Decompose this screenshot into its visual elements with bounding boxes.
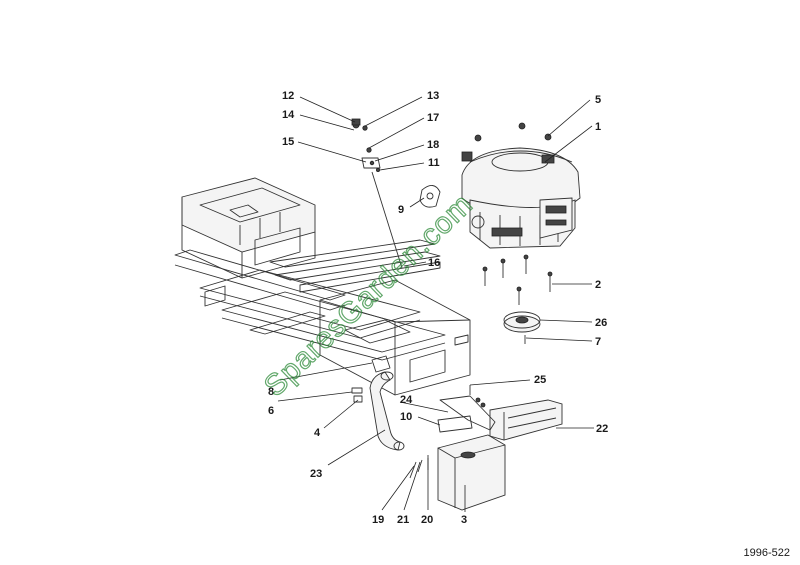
callout-2: 2 [595,279,601,291]
muffler [409,415,506,511]
callout-15: 15 [282,136,294,148]
callout-14: 14 [282,109,295,121]
callout-3: 3 [461,514,467,526]
callout-labels: 1 2 3 4 5 6 7 8 9 10 11 12 13 14 15 16 1… [268,90,608,526]
engine-bolts [482,254,553,305]
chassis-frame [174,177,471,396]
callout-21: 21 [397,514,409,526]
callout-9: 9 [398,204,404,216]
callout-19: 19 [372,514,384,526]
callout-7: 7 [595,336,601,348]
callout-10: 10 [400,411,412,423]
exhaust-pipe [351,355,405,451]
engine [461,122,581,249]
callout-18: 18 [427,139,439,151]
callout-24: 24 [400,394,413,406]
callout-23: 23 [310,468,322,480]
callout-13: 13 [427,90,439,102]
callout-1: 1 [595,121,601,133]
callout-26: 26 [595,317,607,329]
callout-4: 4 [314,427,321,439]
callout-16: 16 [428,257,440,269]
callout-5: 5 [595,94,601,106]
engine-pulley [503,311,541,344]
callout-12: 12 [282,90,294,102]
muffler-bracket [439,385,563,441]
callout-25: 25 [534,374,546,386]
figure-reference: 1996-522 [743,547,791,559]
leader-lines [277,96,594,512]
callout-22: 22 [596,423,608,435]
callout-11: 11 [428,157,440,169]
callout-8: 8 [268,386,274,398]
callout-6: 6 [268,405,274,417]
callout-17: 17 [427,112,439,124]
callout-20: 20 [421,514,433,526]
